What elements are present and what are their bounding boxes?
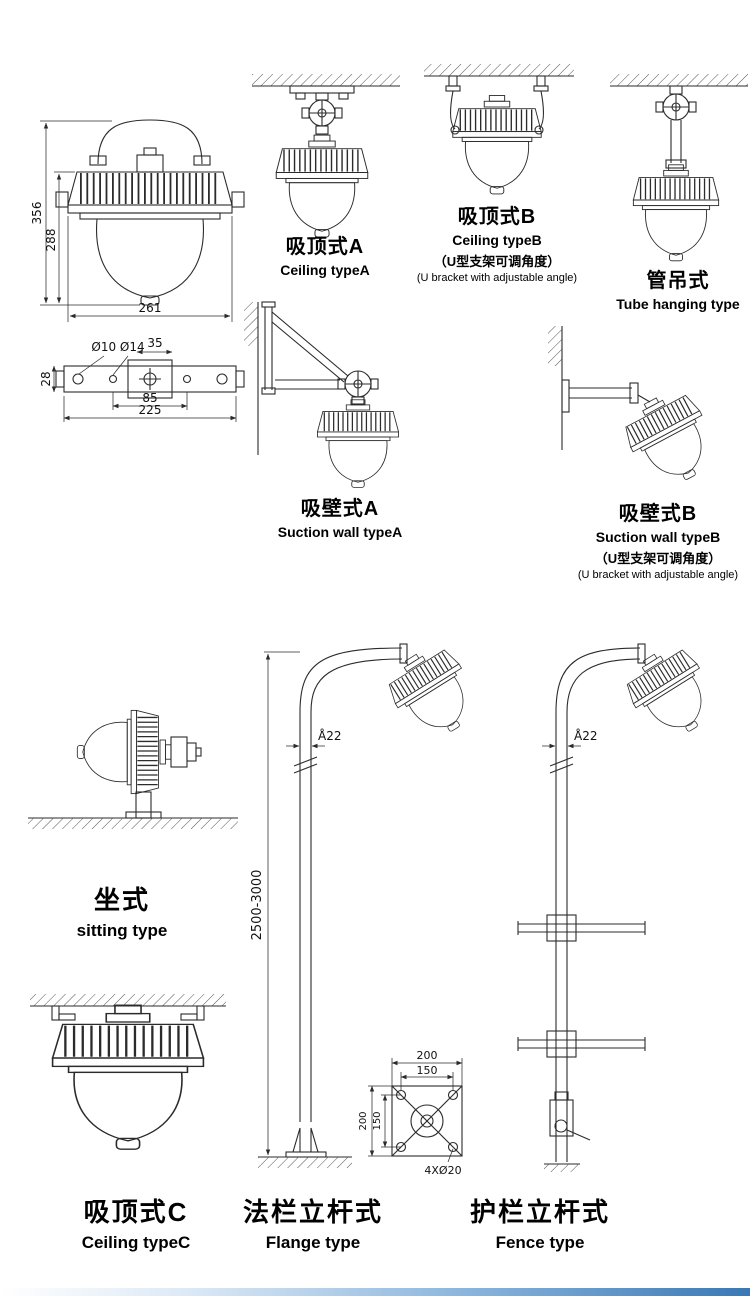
dim-height-total: 356 xyxy=(30,202,44,225)
flange-pole-drawing xyxy=(258,638,487,1168)
label-tube-hanging: 管吊式 Tube hanging type xyxy=(616,264,739,312)
dim-plate-85: 85 xyxy=(142,391,157,405)
ceiling-type-c-drawing xyxy=(30,994,226,1149)
ceiling-b-note-cn: （U型支架可调角度） xyxy=(433,254,561,269)
wall-b-note-cn: （U型支架可调角度） xyxy=(594,551,722,566)
label-fence-type: 护栏立杆式 Fence type xyxy=(470,1192,610,1253)
dim-plate-holes: Ø10 Ø14 xyxy=(91,340,144,354)
dim-flange-holes: 4XØ20 xyxy=(424,1164,461,1177)
fence-pole-drawing xyxy=(517,638,725,1172)
dim-plate-35: 35 xyxy=(147,336,162,350)
wall-a-cn: 吸壁式A xyxy=(300,498,380,520)
label-sitting-type: 坐式 sitting type xyxy=(77,880,168,941)
mounting-plate-drawing xyxy=(51,349,245,422)
ceiling-type-b-drawing xyxy=(424,64,574,194)
sitting-cn: 坐式 xyxy=(93,885,151,915)
label-wall-type-a: 吸壁式A Suction wall typeA xyxy=(278,492,402,540)
wall-type-b-drawing xyxy=(548,326,725,496)
front-view-drawing xyxy=(40,119,245,322)
fence-cn: 护栏立杆式 xyxy=(469,1197,611,1227)
dim-plate-225: 225 xyxy=(139,403,162,417)
sitting-type-drawing xyxy=(28,710,238,829)
wall-b-cn: 吸壁式B xyxy=(618,503,698,525)
dim-pole-height: 2500-3000 xyxy=(250,870,265,941)
dim-flange-outer-left: 200 xyxy=(358,1111,369,1130)
flange-cn: 法栏立杆式 xyxy=(242,1197,384,1227)
dim-fence-pole-dia: Å22 xyxy=(574,728,597,743)
dim-plate-28: 28 xyxy=(39,371,53,386)
ceiling-b-en: Ceiling typeB xyxy=(452,232,542,248)
label-ceiling-type-b: 吸顶式B Ceiling typeB （U型支架可调角度） (U bracket… xyxy=(417,200,577,284)
tube-hanging-cn: 管吊式 xyxy=(646,270,710,292)
wall-a-en: Suction wall typeA xyxy=(277,524,403,540)
label-wall-type-b: 吸壁式B Suction wall typeB （U型支架可调角度） (U br… xyxy=(578,497,738,581)
ceiling-b-note-en: (U bracket with adjustable angle) xyxy=(416,272,578,284)
wall-b-en: Suction wall typeB xyxy=(595,529,721,545)
ceiling-c-cn: 吸顶式C xyxy=(83,1197,189,1227)
ceiling-b-cn: 吸顶式B xyxy=(457,206,537,228)
wall-type-a-drawing xyxy=(244,301,399,487)
dim-flange-pole-dia: Å22 xyxy=(318,728,341,743)
flange-en: Flange type xyxy=(265,1233,361,1252)
label-ceiling-type-a: 吸顶式A Ceiling typeA xyxy=(280,230,369,278)
fence-en: Fence type xyxy=(495,1233,585,1252)
tube-hanging-en: Tube hanging type xyxy=(616,296,740,312)
label-ceiling-type-c: 吸顶式C Ceiling typeC xyxy=(82,1192,191,1253)
dim-flange-inner-left: 150 xyxy=(372,1111,383,1130)
ceiling-a-cn: 吸顶式A xyxy=(285,236,365,258)
sitting-en: sitting type xyxy=(76,921,168,940)
dim-height-body: 288 xyxy=(44,229,58,252)
dim-width: 261 xyxy=(139,301,162,315)
label-flange-type: 法栏立杆式 Flange type xyxy=(243,1192,383,1253)
ceiling-c-en: Ceiling typeC xyxy=(81,1233,191,1252)
footer-accent-bar xyxy=(0,1288,750,1296)
tube-hanging-drawing xyxy=(610,74,748,261)
dim-flange-inner-top: 150 xyxy=(417,1064,438,1077)
ceiling-type-a-drawing xyxy=(252,74,400,237)
dim-flange-outer-top: 200 xyxy=(417,1049,438,1062)
ceiling-a-en: Ceiling typeA xyxy=(280,262,370,278)
wall-b-note-en: (U bracket with adjustable angle) xyxy=(577,569,739,581)
